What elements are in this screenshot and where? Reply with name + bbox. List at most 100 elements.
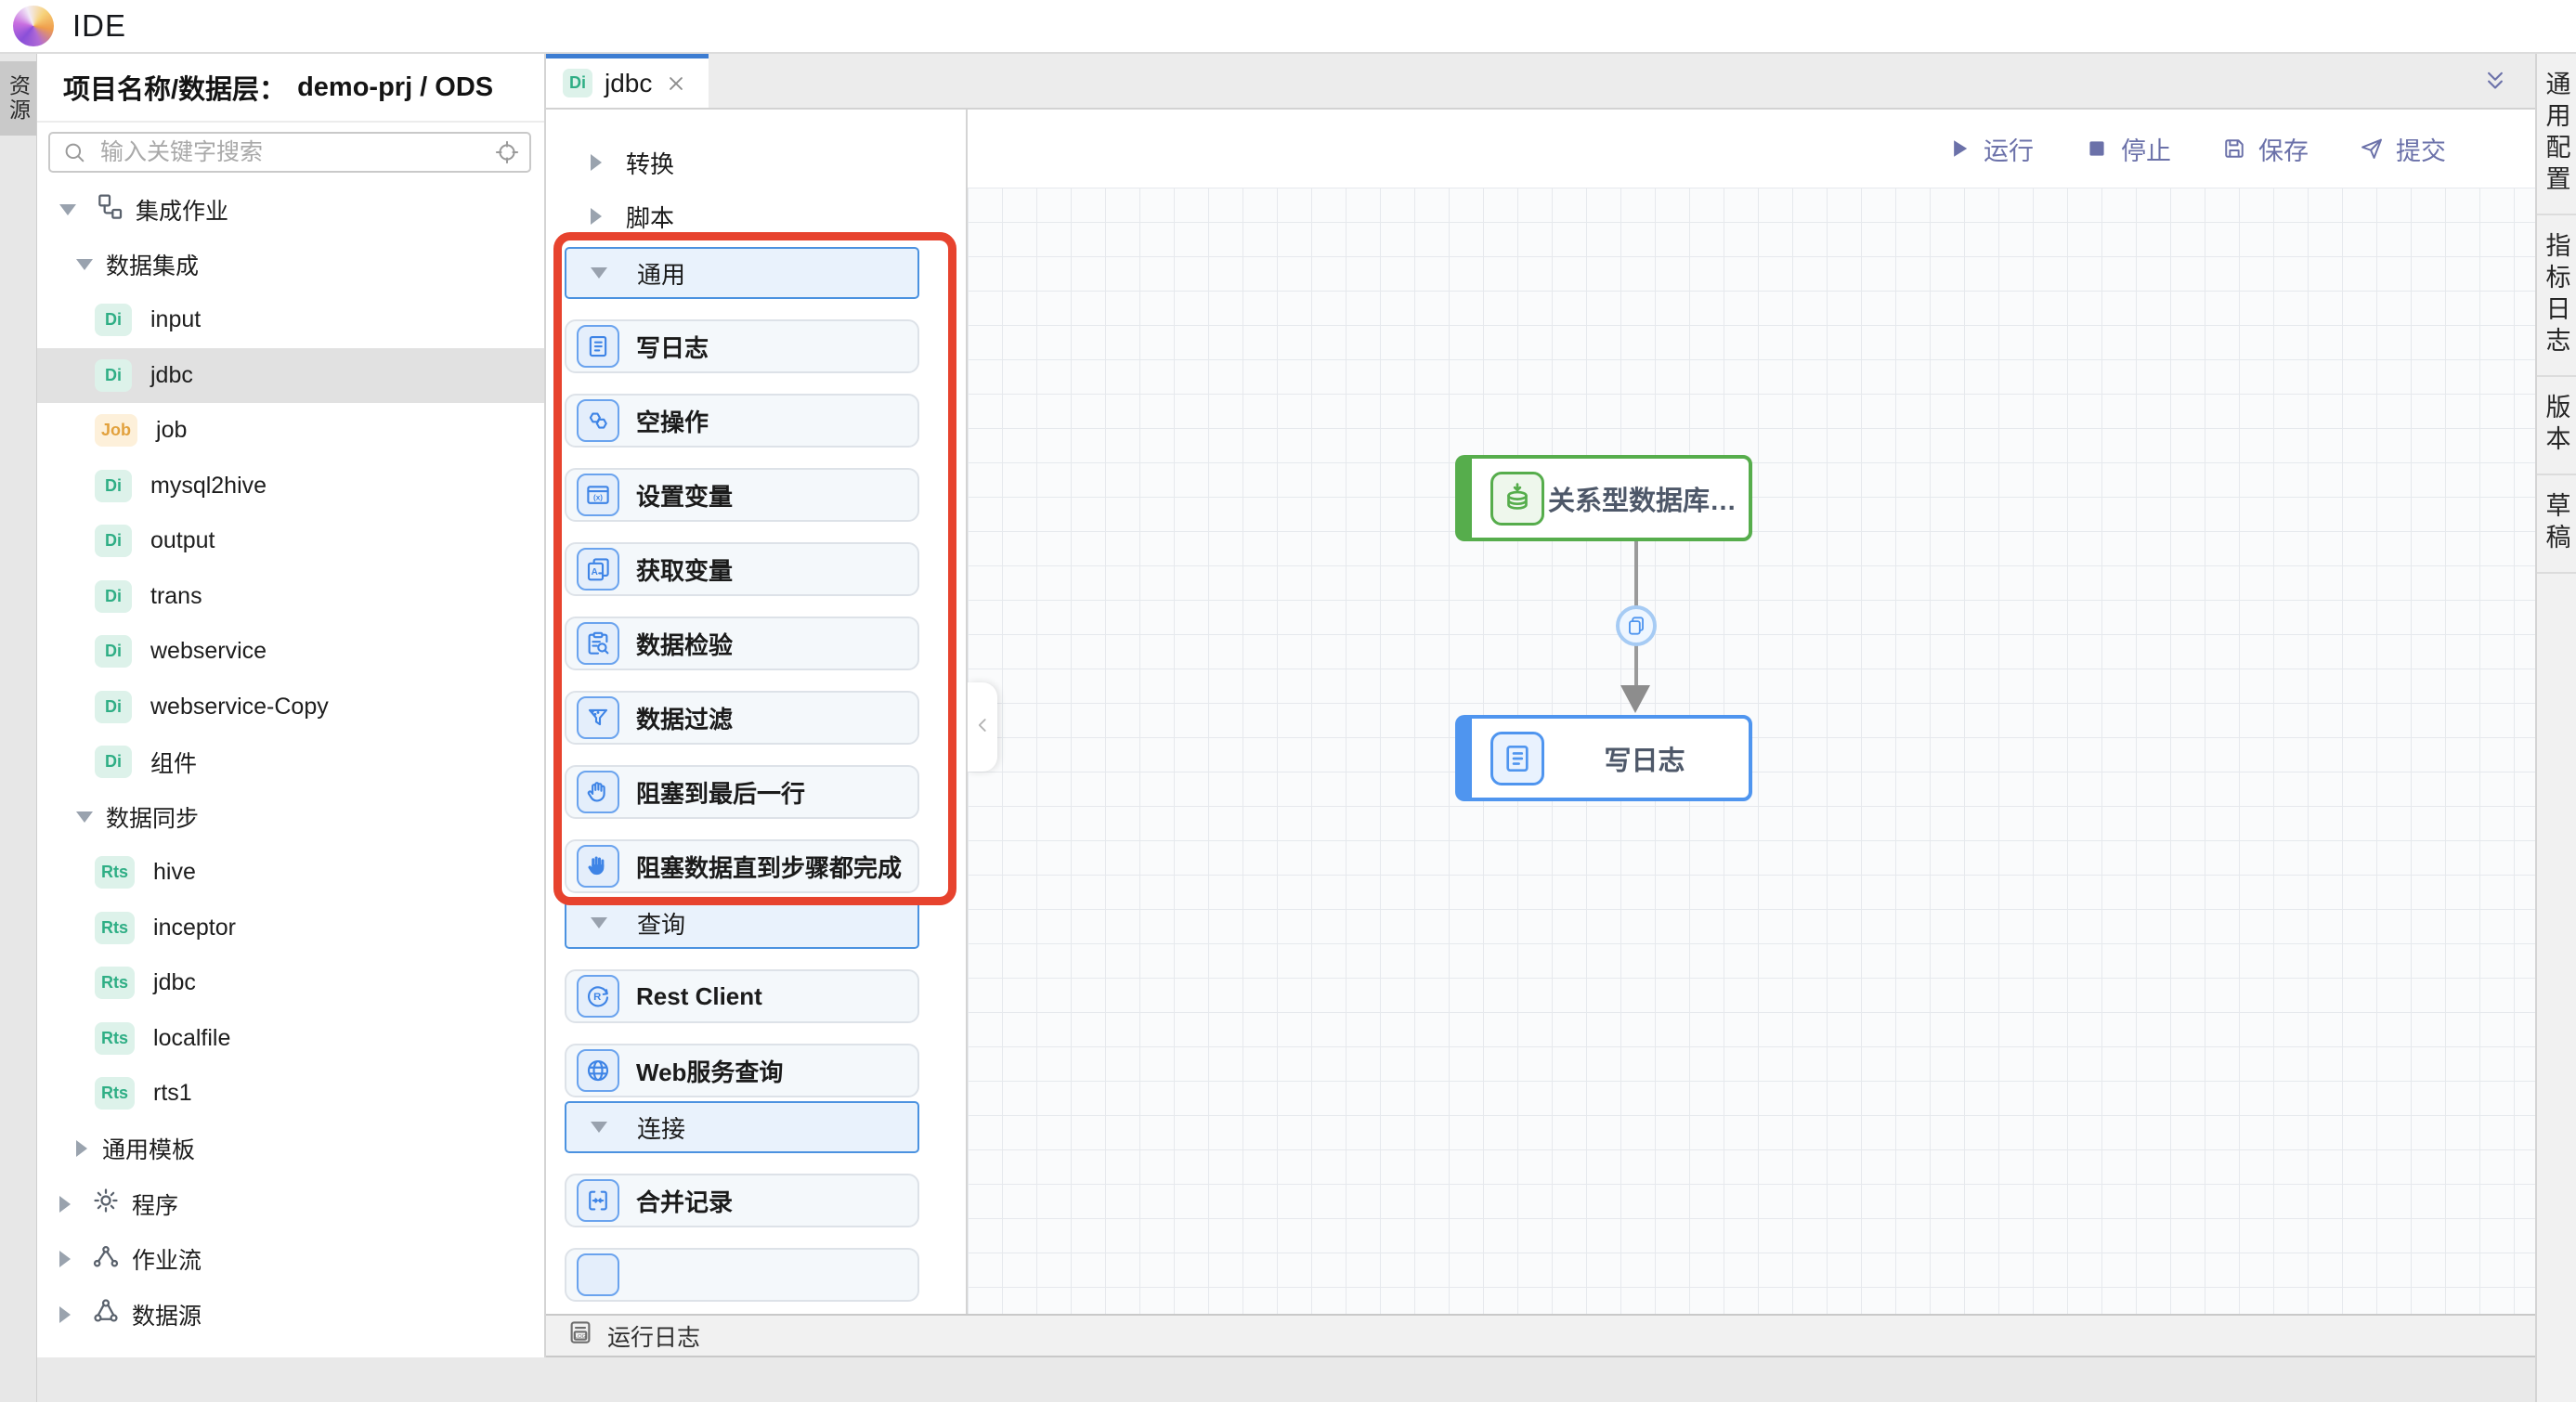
tree-item[interactable]: 集成作业 [37,182,544,238]
caret-down-icon[interactable] [591,1122,607,1133]
toolbar-button-label: 停止 [2121,131,2171,167]
tree-item[interactable]: 数据集成 [37,238,544,293]
toolbar-button-1[interactable]: 停止 [2084,131,2171,167]
submit-icon [2359,136,2385,162]
tree-item[interactable]: Rtslocalfile [37,1011,544,1067]
chevron-left-icon [970,713,995,737]
run-log-icon: LOG [566,1318,594,1353]
type-badge: Rts [95,967,135,999]
tree-item[interactable]: Rtsinceptor [37,901,544,956]
palette-item[interactable]: RRest Client [565,969,919,1023]
run-log-icon: LOG [566,1318,594,1346]
palette-section-header[interactable]: 连接 [565,1101,919,1153]
caret-right-icon[interactable] [591,154,602,171]
palette-item[interactable]: Web服务查询 [565,1044,919,1097]
tree-item[interactable]: Rtsrts1 [37,1066,544,1122]
search-input[interactable] [48,132,531,173]
project-layer-label: 项目名称/数据层： [63,68,286,107]
tree-item[interactable]: Dioutput [37,513,544,569]
db-input-icon [1490,472,1544,526]
caret-right-icon[interactable] [59,1251,71,1267]
caret-right-icon[interactable] [76,1140,87,1157]
edge-arrowhead [1620,685,1650,713]
tree-item[interactable]: Rtshive [37,845,544,901]
tree-item[interactable]: 通用模板 [37,1122,544,1177]
palette-item[interactable]: (x)设置变量 [565,468,919,522]
palette-item[interactable] [565,1248,919,1302]
tree-item[interactable]: Di组件 [37,734,544,790]
tree-item[interactable]: 程序 [37,1176,544,1232]
palette-item[interactable]: 数据过滤 [565,691,919,745]
palette-section-collapsed[interactable]: 脚本 [565,189,919,243]
tree-item[interactable]: Ditrans [37,569,544,625]
integration-jobs-icon [95,191,124,221]
caret-down-icon[interactable] [591,267,607,279]
palette-section-collapsed[interactable]: 转换 [565,136,919,189]
right-rail-tab-0[interactable]: 通用配置 [2537,54,2576,215]
palette-item[interactable]: 写日志 [565,319,919,373]
tree-item[interactable]: 数据同步 [37,790,544,846]
right-rail-tab-3[interactable]: 草稿 [2537,475,2576,574]
editor-tab-jdbc[interactable]: Di jdbc [546,54,709,108]
palette-item-label: Rest Client [636,982,762,1011]
type-badge: Di [95,691,132,723]
caret-down-icon[interactable] [76,811,93,823]
datasource-icon [91,1296,121,1326]
palette-item[interactable]: 数据检验 [565,617,919,670]
tree-item[interactable]: Jobjob [37,403,544,459]
double-chevron-down-icon[interactable] [2481,54,2509,108]
caret-down-icon[interactable] [76,259,93,270]
edge-hop-copy-icon[interactable] [1616,605,1657,646]
canvas-toolbar: 运行 停止 保存 提交 [968,110,2535,188]
palette-section-header[interactable]: 查询 [565,897,919,949]
right-rail-tab-1[interactable]: 指标日志 [2537,215,2576,377]
tab-close-icon[interactable] [664,71,688,96]
tree-item[interactable]: Diwebservice-Copy [37,680,544,735]
caret-right-icon[interactable] [59,1306,71,1323]
type-badge: Rts [95,1077,135,1110]
type-badge: Rts [95,1022,135,1055]
write-log-icon [1490,732,1544,785]
node-label: 关系型数据库输... [1548,479,1749,518]
palette-item[interactable]: 空操作 [565,394,919,448]
tree-item-label: 通用模板 [102,1132,195,1165]
run-log-bar[interactable]: LOG 运行日志 [546,1314,2535,1357]
palette-collapse-handle[interactable] [968,682,997,772]
palette-section-header[interactable]: 通用 [565,247,919,299]
palette-item-label: 数据检验 [636,627,733,661]
palette-item[interactable]: A获取变量 [565,542,919,596]
tree-item-selected[interactable]: Dijdbc [37,348,544,404]
palette-item-label: 阻塞到最后一行 [636,775,805,810]
toolbar-button-0[interactable]: 运行 [1946,131,2034,167]
palette-item[interactable]: 合并记录 [565,1174,919,1227]
locate-icon[interactable] [494,139,520,170]
palette-section-label: 转换 [626,146,674,180]
tree-item[interactable]: Diwebservice [37,624,544,680]
caret-down-icon[interactable] [591,917,607,928]
tree-item-label: mysql2hive [150,473,267,500]
left-rail-tab-resources[interactable]: 资源 [0,61,36,136]
blank-icon [584,1261,612,1289]
tree-item[interactable]: Dimysql2hive [37,459,544,514]
palette-item[interactable]: 阻塞到最后一行 [565,765,919,819]
type-badge: Di [95,746,132,778]
caret-right-icon[interactable] [59,1196,71,1213]
tree-item[interactable]: Diinput [37,292,544,348]
play-icon [1946,136,1972,162]
right-rail-tab-2[interactable]: 版本 [2537,377,2576,475]
toolbar-button-3[interactable]: 提交 [2359,131,2446,167]
type-badge: Di [95,359,132,392]
tree-item[interactable]: Rtsjdbc [37,955,544,1011]
toolbar-button-2[interactable]: 保存 [2221,131,2309,167]
tree-item-label: 程序 [132,1188,178,1221]
toolbar-button-label: 提交 [2396,131,2446,167]
node-write-log[interactable]: 写日志 [1455,715,1752,801]
palette-item-label: 合并记录 [636,1184,733,1218]
node-relational-db-input[interactable]: 关系型数据库输... [1455,455,1752,541]
tab-type-badge: Di [563,69,592,97]
caret-down-icon[interactable] [59,204,76,215]
caret-right-icon[interactable] [591,208,602,225]
tree-item[interactable]: 数据源 [37,1287,544,1343]
palette-item[interactable]: 阻塞数据直到步骤都完成 [565,839,919,893]
tree-item[interactable]: 作业流 [37,1232,544,1288]
